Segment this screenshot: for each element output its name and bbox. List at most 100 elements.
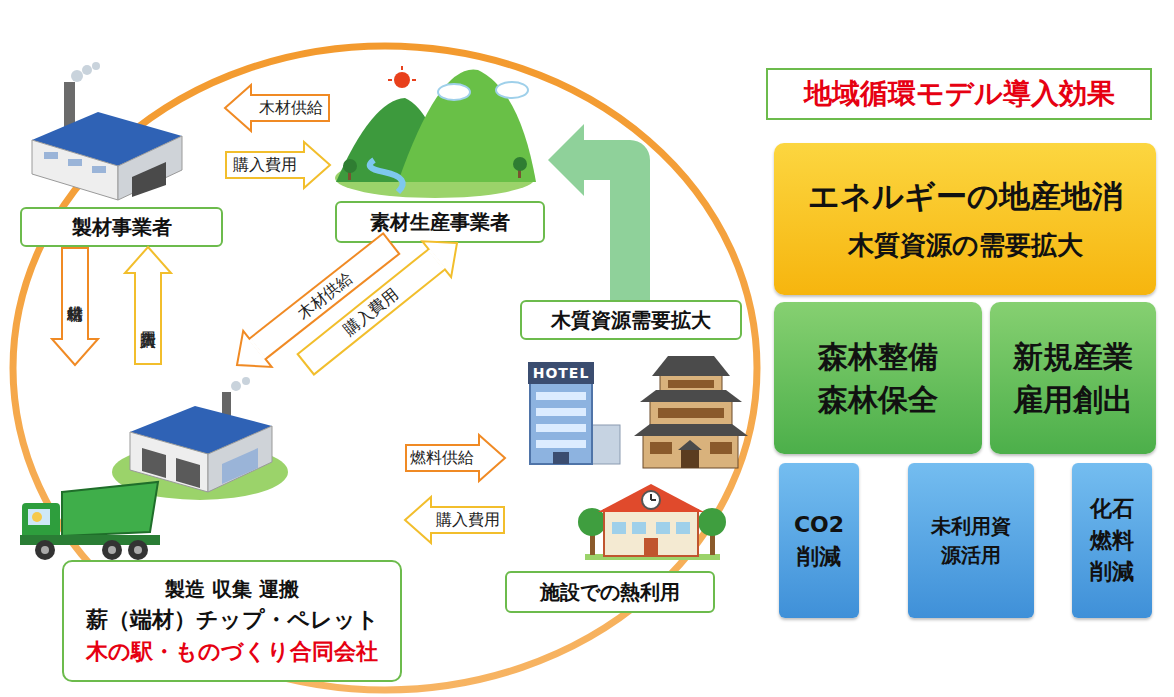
arrow-fill — [251, 96, 328, 120]
ryokan-illustration — [650, 398, 732, 428]
flow-arrow — [125, 247, 171, 365]
sawmill-illustration — [132, 162, 166, 197]
truck-illustration — [128, 540, 148, 560]
ryokan-illustration — [710, 442, 732, 454]
sawmill-illustration — [68, 159, 82, 166]
ryokan-illustration — [634, 356, 748, 468]
school-illustration — [651, 499, 656, 501]
arrow-outline — [134, 273, 162, 365]
school-illustration — [642, 491, 660, 509]
node-label: CO2 削減 — [790, 509, 848, 573]
cycle-ring — [13, 46, 757, 690]
truck-illustration — [35, 540, 55, 560]
fuel-plant-illustration — [222, 448, 258, 484]
sawmill-illustration — [44, 152, 58, 159]
arrow-outline — [257, 243, 392, 349]
sawmill-illustration — [32, 62, 182, 200]
arrow-joint — [429, 250, 444, 269]
school-illustration — [698, 508, 726, 536]
truck-illustration — [108, 546, 116, 554]
ryokan-illustration — [650, 442, 672, 454]
node-label: 未利用資 源活用 — [927, 512, 1015, 570]
node-label: 素材生産事業者 — [370, 208, 510, 237]
fuel-plant-illustration — [112, 377, 288, 500]
flow-arrow — [237, 243, 392, 367]
arrow-fill — [307, 259, 437, 363]
arrow-head — [225, 85, 251, 131]
flow-arrow — [305, 241, 457, 365]
node-label: 木の駅・ものづくり合同会社 — [86, 636, 378, 668]
label-box: 製材事業者 — [20, 207, 223, 247]
fuel-plant-illustration — [231, 381, 241, 391]
sawmill-illustration — [92, 62, 100, 70]
hotel-illustration — [536, 424, 586, 432]
arrow-head — [125, 247, 171, 273]
truck-illustration — [134, 546, 142, 554]
arrow-shaft — [584, 160, 630, 300]
fuel-plant-illustration — [242, 377, 250, 385]
cycle-ring — [13, 46, 757, 690]
process-box: 木質資源需要拡大 — [520, 300, 742, 340]
arrow-label: 購入費用 — [436, 512, 500, 528]
demand-arrow — [548, 124, 630, 300]
process-box: 化石 燃料 削減 — [1072, 463, 1152, 618]
arrow-head — [548, 124, 584, 196]
school-illustration — [676, 522, 690, 534]
school-illustration — [632, 522, 646, 534]
truck-illustration — [102, 540, 122, 560]
ryokan-illustration — [681, 450, 699, 468]
ryokan-illustration — [678, 440, 702, 450]
ryokan-illustration — [668, 380, 714, 388]
arrow-head — [479, 435, 505, 481]
school-illustration — [644, 538, 658, 556]
process-box: 未利用資 源活用 — [908, 463, 1034, 618]
flow-arrow — [405, 497, 505, 543]
node-label: 製造 収集 運搬 — [165, 575, 299, 604]
node-label: 地域循環モデル導入効果 — [804, 74, 1115, 115]
sawmill-illustration — [92, 166, 106, 173]
arrow-joint — [430, 508, 433, 532]
school-illustration — [604, 510, 698, 556]
flow-arrow — [52, 247, 98, 365]
illustrated-node: 製材事業者 — [20, 62, 225, 247]
node-label: 化石 燃料 削減 — [1087, 493, 1137, 589]
arrow-fill — [63, 249, 87, 339]
sign-text: HOTEL — [528, 362, 594, 384]
ryokan-illustration — [634, 424, 748, 436]
node-label: 森林整備 森林保全 — [814, 335, 942, 422]
arrow-label: 燃料供給 — [410, 450, 474, 466]
sawmill-illustration — [71, 70, 83, 82]
arrow-head — [52, 339, 98, 365]
arrow-joint — [478, 446, 481, 470]
flow-arrow — [405, 435, 505, 481]
school-illustration — [578, 508, 606, 536]
ryokan-illustration — [640, 390, 742, 402]
arrow-joint — [136, 272, 160, 275]
process-box: 森林整備 森林保全 — [774, 302, 982, 454]
school-illustration — [656, 522, 670, 534]
arrow-label: 購入費用 — [341, 286, 401, 339]
arrow-fill — [431, 508, 503, 532]
fuel-plant-illustration — [176, 458, 200, 488]
school-illustration — [612, 522, 626, 534]
arrow-joint — [250, 96, 253, 120]
node-label: 製材事業者 — [72, 213, 172, 242]
forest-illustration — [401, 66, 403, 70]
truck-illustration — [28, 509, 50, 525]
forest-illustration — [438, 84, 470, 100]
illustrated-node: 施設での熱利用 — [505, 348, 748, 613]
arrow-label: 木材供給 — [259, 100, 323, 116]
label-box: 素材生産事業者 — [335, 201, 545, 243]
truck-illustration — [62, 482, 158, 536]
ryokan-illustration — [652, 356, 730, 376]
arrow-fill — [136, 273, 160, 363]
process-box: 地域循環モデル導入効果 — [766, 68, 1152, 120]
forest-illustration — [370, 160, 403, 192]
process-box: エネルギーの地産地消木質資源の需要拡大 — [774, 143, 1156, 295]
panel-node: 製造 収集 運搬薪（端材）チップ・ペレット木の駅・ものづくり合同会社 — [60, 365, 405, 685]
hotel-illustration — [536, 408, 586, 416]
hotel-illustration — [592, 425, 620, 464]
truck-illustration — [41, 546, 49, 554]
arrow-head — [405, 497, 431, 543]
